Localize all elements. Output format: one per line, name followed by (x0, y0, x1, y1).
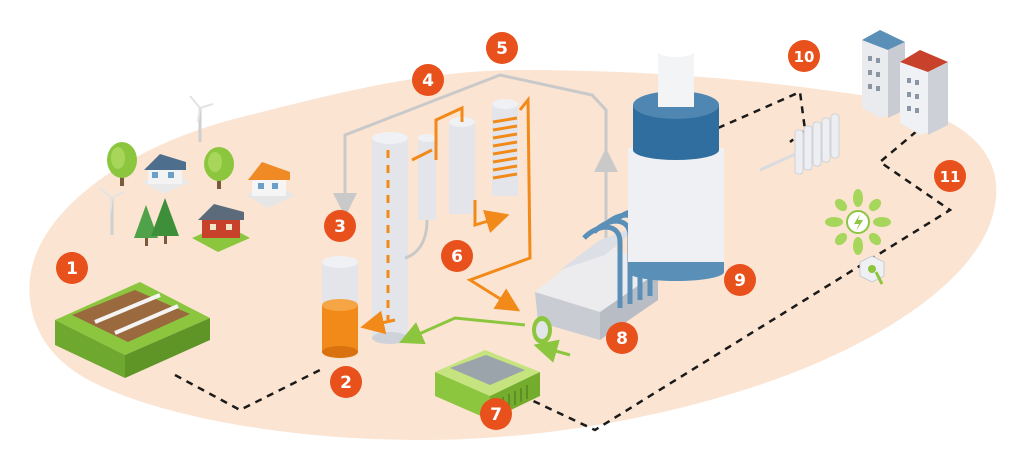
step-badge-number: 4 (422, 71, 434, 91)
dashed-connector (509, 119, 953, 432)
step-badge-number: 2 (340, 373, 352, 393)
wind-turbine-icon (189, 95, 214, 142)
step-badge-11: 11 (934, 160, 966, 192)
tree-icon (107, 142, 137, 186)
step-badge-4: 4 (412, 64, 444, 96)
step-badge-6: 6 (441, 240, 473, 272)
step-badge-circle (606, 322, 638, 354)
house-icon (246, 162, 295, 208)
step-badge-3: 3 (324, 210, 356, 242)
landfill-icon (55, 282, 210, 378)
houses-trees-icon (99, 95, 295, 252)
step-badge-circle (934, 160, 966, 192)
sun-energy-icon (825, 189, 891, 255)
step-badge-2: 2 (330, 366, 362, 398)
step-badge-number: 5 (496, 39, 508, 59)
step-badge-circle (486, 32, 518, 64)
step-badge-number: 3 (334, 217, 346, 237)
step-badge-circle (412, 64, 444, 96)
step-badge-1: 1 (56, 252, 88, 284)
pine-tree-icon (151, 198, 179, 244)
step-badge-number: 10 (794, 48, 815, 66)
house-icon (192, 204, 250, 252)
storage-tank-icon (322, 256, 358, 358)
ground-area (29, 70, 997, 440)
house-icon (142, 154, 190, 194)
plug-icon (859, 255, 885, 285)
return-pipe (343, 73, 608, 300)
flue-gas-pipe (399, 316, 526, 345)
cooling-tower-icon (628, 47, 724, 281)
step-badges: 1 2 3 4 5 6 7 8 9 10 11 (56, 32, 966, 430)
step-badge-10: 10 (788, 40, 820, 72)
step-badge-circle (56, 252, 88, 284)
stripper-icon (404, 105, 475, 260)
step-badge-9: 9 (724, 264, 756, 296)
heat-exchanger-icon (360, 95, 532, 335)
dashed-connector (717, 90, 807, 143)
step-badge-number: 1 (66, 259, 78, 279)
apartment-buildings-icon (862, 30, 948, 135)
step-badge-8: 8 (606, 322, 638, 354)
step-badge-number: 11 (940, 168, 961, 186)
step-badge-circle (724, 264, 756, 296)
radiator-icon (759, 113, 840, 175)
step-badge-circle (441, 240, 473, 272)
pine-tree-icon (134, 205, 158, 246)
step-badge-circle (480, 398, 512, 430)
step-badge-circle (324, 210, 356, 242)
step-badge-number: 6 (451, 247, 463, 267)
step-badge-7: 7 (480, 398, 512, 430)
wind-turbine-icon (99, 187, 125, 235)
dashed-connector (174, 368, 321, 412)
step-badge-number: 7 (490, 405, 502, 425)
step-badge-number: 9 (734, 271, 746, 291)
tree-icon (204, 147, 234, 189)
flue-gas-pipe (533, 339, 571, 363)
step-badge-5: 5 (486, 32, 518, 64)
step-badge-circle (330, 366, 362, 398)
step-badge-circle (788, 40, 820, 72)
absorber-column-icon (372, 132, 408, 344)
step-badge-number: 8 (616, 329, 628, 349)
